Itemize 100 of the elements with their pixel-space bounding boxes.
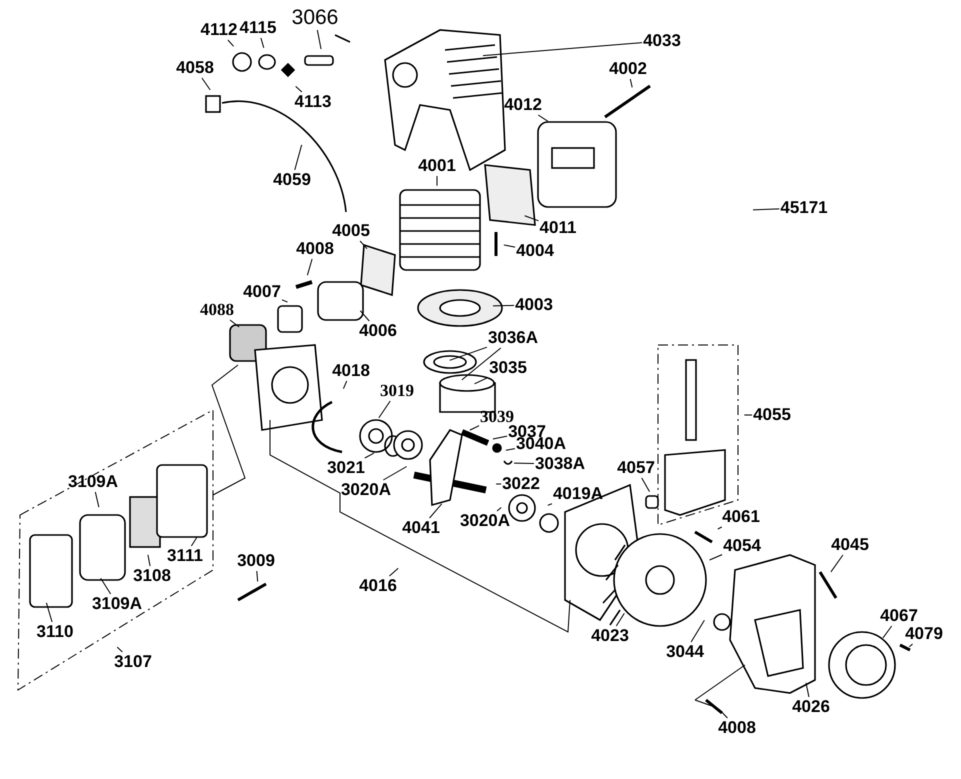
leader-line: [474, 376, 489, 384]
leader-line: [190, 537, 198, 546]
callout-number: 4088: [200, 301, 234, 319]
leader-line: [147, 554, 151, 566]
leader-line: [524, 215, 540, 222]
leader-line: [616, 612, 625, 626]
leader-line: [201, 78, 211, 90]
leader-line: [360, 310, 370, 322]
leader-line: [514, 462, 534, 464]
callout-number: 4004: [516, 242, 554, 260]
callout-number: 4061: [722, 508, 760, 526]
leader-line: [744, 414, 753, 416]
callout-number: 4054: [723, 537, 761, 555]
callout-number: 3038A: [534, 455, 586, 473]
callout-number: 4006: [359, 322, 397, 340]
leader-line: [547, 503, 552, 506]
leader-line: [690, 620, 705, 642]
callout-number: 4008: [296, 240, 334, 258]
callout-number: 4058: [176, 59, 214, 77]
callout-number: 4005: [332, 222, 370, 240]
leader-line: [505, 448, 516, 451]
leader-line: [382, 466, 408, 480]
leader-line: [717, 526, 722, 530]
callout-number: 4008: [718, 719, 756, 737]
callout-number: 4023: [591, 627, 629, 645]
leader-line: [492, 304, 515, 306]
callout-number: 4079: [905, 625, 943, 643]
leader-line: [378, 400, 391, 418]
callout-number: 4041: [402, 519, 440, 537]
leader-line: [295, 86, 302, 92]
leader-line: [806, 682, 810, 698]
callout-number: 3066: [292, 7, 338, 29]
callout-number: 4045: [831, 536, 869, 554]
callout-number: 3019: [380, 382, 414, 400]
callout-number: 4012: [504, 96, 542, 114]
leader-line: [641, 478, 650, 492]
leader-line: [461, 348, 502, 380]
leader-line: [630, 78, 633, 88]
leader-line: [116, 646, 123, 652]
callout-number: 4115: [240, 19, 276, 37]
leader-line: [908, 644, 914, 648]
leader-line: [830, 554, 844, 572]
leader-line: [718, 709, 728, 718]
callout-number: 4059: [273, 171, 311, 189]
callout-number: 4007: [243, 283, 281, 301]
callout-number: 3107: [114, 653, 152, 671]
leader-line: [256, 570, 258, 582]
leader-line: [260, 38, 264, 48]
leader-line: [360, 240, 368, 250]
callout-number: 3110: [36, 623, 74, 641]
callout-number: 3035: [489, 359, 527, 377]
callout-number: 4003: [515, 296, 553, 314]
leader-line: [46, 602, 53, 622]
leader-line: [230, 320, 240, 328]
callout-number: 3036A: [488, 329, 538, 347]
leader-line: [306, 258, 313, 276]
callout-number: 45171: [780, 199, 828, 217]
callout-number: 4113: [294, 93, 332, 111]
callout-number: 3021: [327, 459, 365, 477]
callout-number: 4055: [753, 406, 791, 424]
leader-line: [94, 492, 100, 508]
leader-line: [492, 436, 508, 440]
callout-number: 3108: [133, 567, 171, 585]
leader-line: [503, 244, 516, 248]
callout-number: 3039: [480, 408, 514, 426]
leader-line: [538, 114, 548, 122]
callout-number: 4001: [418, 157, 456, 175]
leader-line: [496, 507, 502, 512]
callout-number: 3020A: [340, 481, 392, 499]
leader-line: [436, 176, 438, 186]
callout-number: 3009: [237, 552, 275, 570]
callout-number: 4057: [617, 459, 655, 477]
callout-number: 4018: [332, 362, 370, 380]
callout-number: 3022: [502, 475, 540, 493]
leader-line: [449, 346, 488, 361]
leader-line: [227, 40, 234, 47]
leader-line: [294, 144, 302, 170]
leader-line: [469, 425, 480, 431]
leader-line: [281, 299, 288, 303]
callout-number: 4011: [540, 219, 576, 237]
leader-line: [364, 452, 375, 458]
leader-line: [429, 503, 442, 518]
callout-number: 3111: [167, 547, 203, 565]
leader-line: [342, 380, 348, 390]
leader-line: [752, 208, 780, 210]
spring-clip-drawing: [503, 459, 513, 467]
callout-number: 4019A: [552, 485, 604, 503]
callout-number: 4033: [643, 32, 681, 50]
leader-line: [709, 554, 723, 561]
callout-number: 4112: [200, 21, 238, 39]
callout-number: 4002: [609, 60, 647, 78]
leader-line: [882, 626, 892, 638]
leader-line: [316, 30, 322, 50]
leader-line: [388, 568, 399, 576]
callout-number: 4016: [359, 577, 397, 595]
callout-number: 4067: [880, 607, 918, 625]
callout-number: 3020A: [460, 512, 510, 530]
callout-number: 4026: [792, 698, 830, 716]
callout-number: 3109A: [92, 595, 142, 613]
leader-line: [482, 42, 643, 56]
